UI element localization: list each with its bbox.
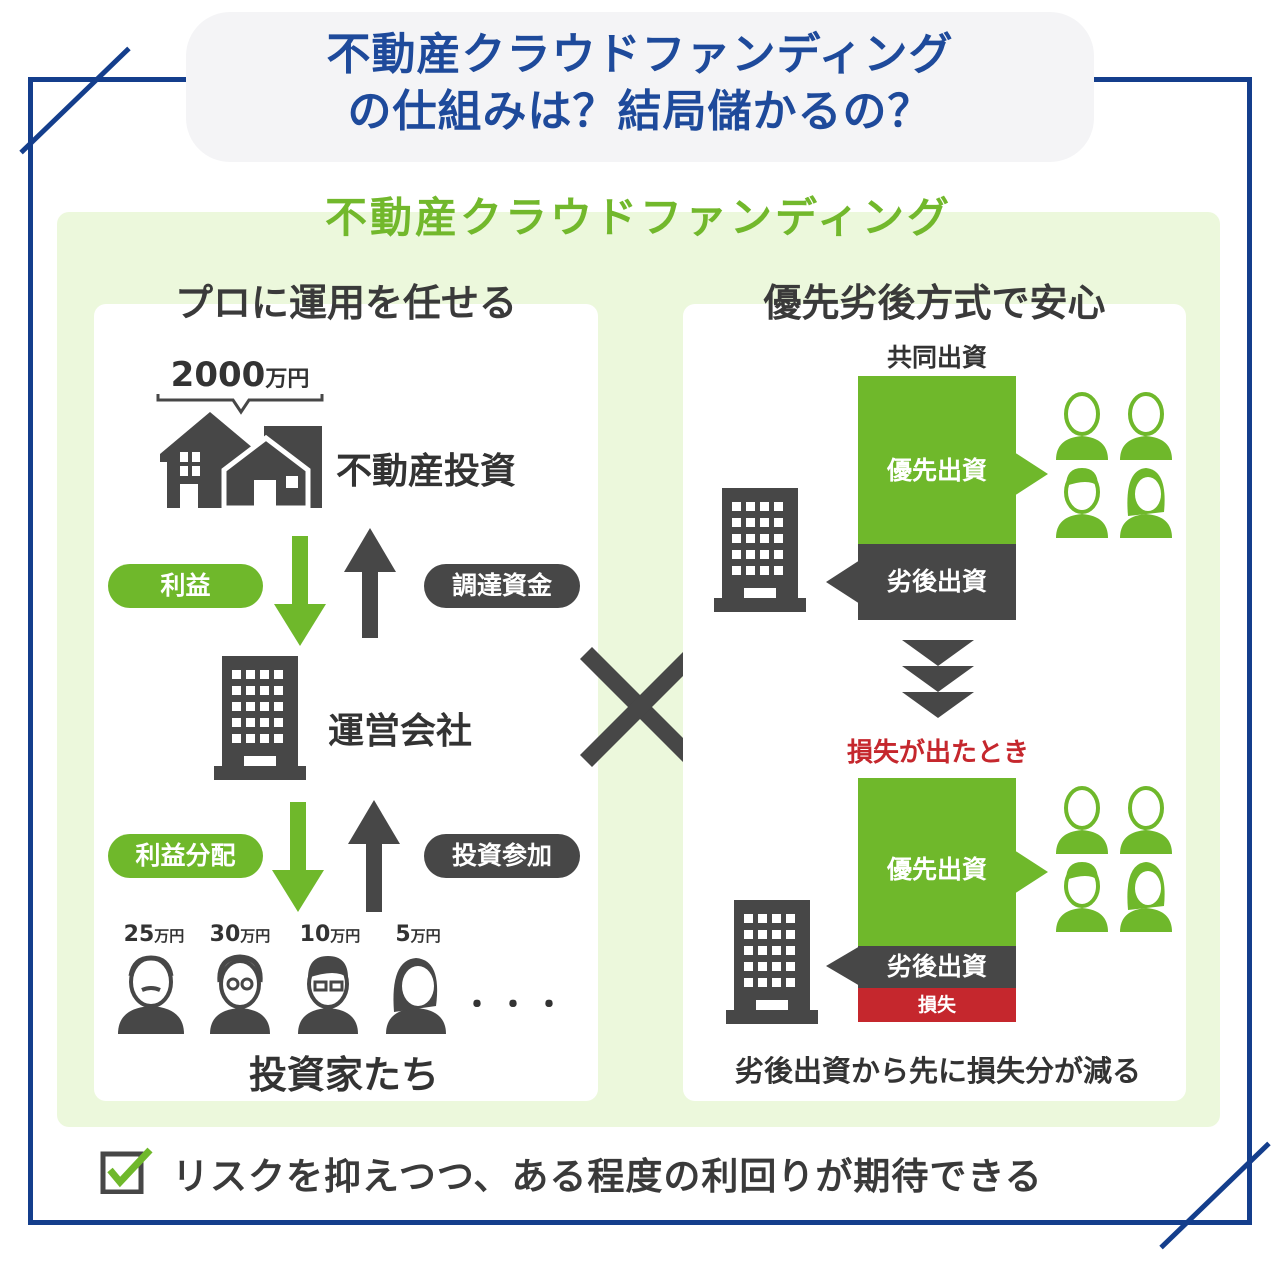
- priority-investors-group-icon: [1056, 392, 1172, 538]
- investor-amount-4: 5万円: [376, 922, 460, 947]
- panel-title: 不動産クラウドファンディング: [324, 193, 953, 242]
- investor-amount-3: 10万円: [288, 922, 372, 947]
- priority-pointer: [1014, 452, 1048, 496]
- investor-amount-4-value: 5: [395, 922, 411, 947]
- operator-building-icon-2: [726, 900, 818, 1024]
- investor-amount-3-unit: 万円: [330, 927, 361, 945]
- subordinate-pointer-2: [826, 946, 860, 986]
- investment-arrow-up: [348, 800, 400, 912]
- investor-amount-2-value: 30: [209, 922, 241, 947]
- more-investors-ellipsis: ・・・: [462, 988, 570, 1023]
- distribution-pill: 利益分配: [108, 834, 263, 878]
- loss-event-label: 損失が出たとき: [846, 738, 1029, 768]
- property-price-value: 2000: [170, 355, 266, 395]
- right-heading: 優先劣後方式で安心: [763, 281, 1106, 325]
- investment-pill: 投資参加: [424, 834, 580, 878]
- investor-amount-3-value: 10: [299, 922, 331, 947]
- right-caption: 劣後出資から先に損失分が減る: [734, 1054, 1141, 1088]
- investors-label: 投資家たち: [248, 1053, 439, 1097]
- priority-investors-group-icon-2: [1056, 786, 1172, 932]
- subordinate-investment-block-2: 劣後出資: [858, 946, 1016, 988]
- man-glasses-icon: [298, 956, 358, 1034]
- company-building-icon: [214, 656, 306, 780]
- investor-amount-1-unit: 万円: [154, 927, 185, 945]
- investor-amount-4-unit: 万円: [410, 927, 441, 945]
- cross-icon: [579, 646, 701, 768]
- investor-amount-1: 25万円: [112, 922, 196, 947]
- investor-amount-2: 30万円: [198, 922, 282, 947]
- operator-building-icon: [714, 488, 806, 612]
- priority-pointer-2: [1014, 850, 1048, 894]
- profit-arrow-down: [274, 536, 326, 646]
- loss-block: 損失: [858, 988, 1016, 1022]
- page-title: 不動産クラウドファンディング の仕組みは？結局儲かるの？: [186, 26, 1094, 140]
- priority-investment-block-2: 優先出資: [858, 778, 1016, 946]
- subordinate-pointer: [826, 560, 860, 604]
- company-label: 運営会社: [328, 711, 473, 752]
- property-label: 不動産投資: [336, 451, 517, 492]
- subordinate-investment-block: 劣後出資: [858, 544, 1016, 620]
- price-callout-bracket: [156, 394, 324, 415]
- property-price-unit: 万円: [265, 367, 310, 392]
- investor-amount-2-unit: 万円: [240, 927, 271, 945]
- title-line-1: 不動産クラウドファンディング: [326, 29, 954, 80]
- elder-woman-icon: [210, 954, 270, 1034]
- checkbox-icon: [100, 1147, 153, 1194]
- investor-amount-1-value: 25: [123, 922, 155, 947]
- title-box: [186, 12, 1094, 162]
- title-line-2: の仕組みは？結局儲かるの？: [347, 86, 933, 137]
- priority-investment-block: 優先出資: [858, 376, 1016, 544]
- woman-icon: [386, 958, 446, 1034]
- chevron-down-icon: [902, 640, 974, 718]
- elder-man-icon: [118, 955, 184, 1034]
- profit-pill: 利益: [108, 564, 263, 608]
- bottom-text: リスクを抑えつつ、ある程度の利回りが期待できる: [172, 1155, 1043, 1198]
- left-heading: プロに運用を任せる: [174, 281, 517, 325]
- houses-icon: [160, 412, 322, 510]
- joint-investment-label: 共同出資: [886, 343, 987, 372]
- distribution-arrow-down: [272, 802, 324, 912]
- funding-pill: 調達資金: [424, 564, 580, 608]
- property-price: 2000万円: [160, 355, 320, 395]
- funding-arrow-up: [344, 528, 396, 638]
